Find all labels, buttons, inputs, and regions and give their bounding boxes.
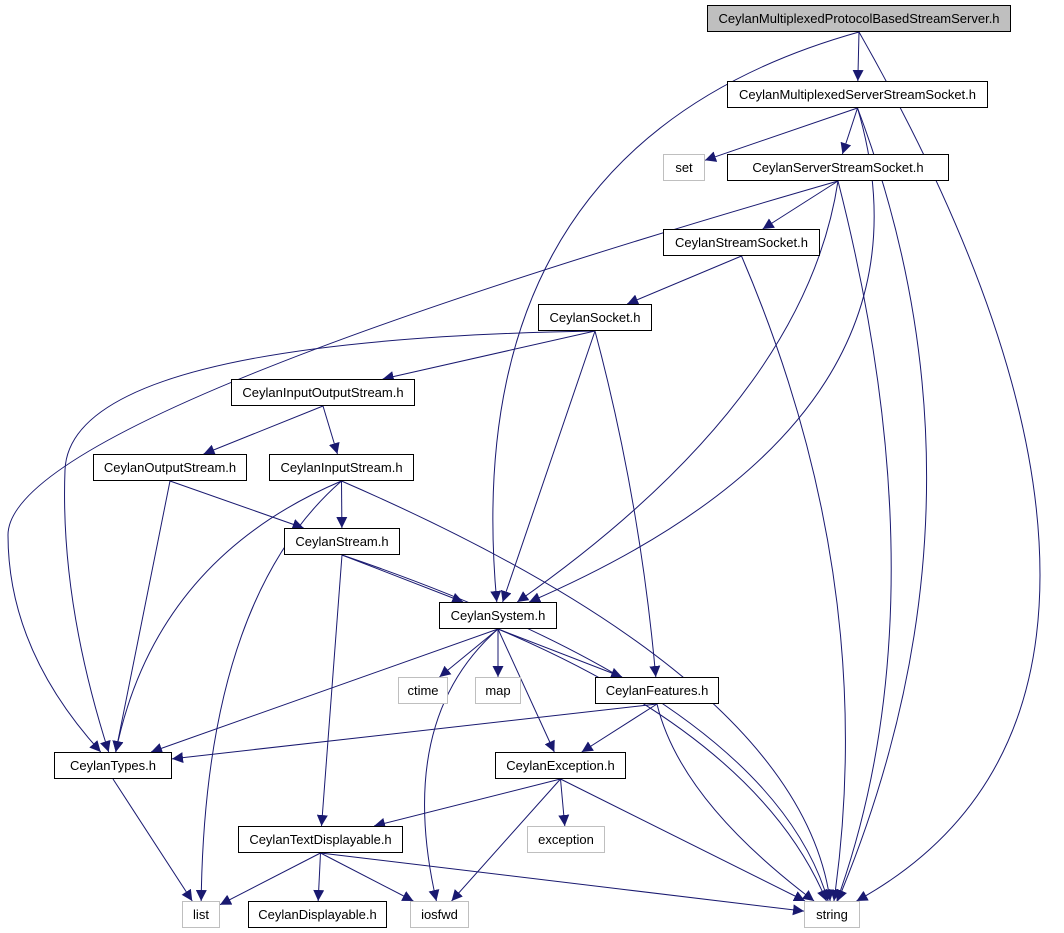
node-root[interactable]: CeylanMultiplexedProtocolBasedStreamServ… [707, 5, 1011, 32]
edge-root-string [856, 31, 1041, 902]
node-types[interactable]: CeylanTypes.h [54, 752, 172, 779]
edge-msss-set [704, 107, 858, 162]
edge-msss-sss [840, 107, 858, 155]
edge-ios-is [322, 405, 340, 455]
edge-sss-string [835, 180, 892, 902]
node-textdisp[interactable]: CeylanTextDisplayable.h [238, 826, 403, 853]
node-list: list [182, 901, 220, 928]
edge-textdisp-string [320, 852, 805, 916]
node-map: map [475, 677, 521, 704]
edge-is-types [112, 480, 342, 753]
edge-system-exception [497, 628, 555, 753]
edge-exception-textdisp [373, 778, 561, 829]
node-stdexc: exception [527, 826, 605, 853]
node-sock[interactable]: CeylanSocket.h [538, 304, 652, 331]
edge-ss-sock [626, 255, 742, 305]
node-ss[interactable]: CeylanStreamSocket.h [663, 229, 820, 256]
edge-system-iosfwd [424, 628, 499, 902]
edge-types-list [112, 778, 193, 902]
node-set: set [663, 154, 705, 181]
node-disp[interactable]: CeylanDisplayable.h [248, 901, 387, 928]
edge-exception-stdexc [558, 778, 570, 827]
node-sss[interactable]: CeylanServerStreamSocket.h [727, 154, 949, 181]
edge-system-features [497, 628, 623, 679]
edge-sock-features [594, 330, 661, 678]
node-ios[interactable]: CeylanInputOutputStream.h [231, 379, 415, 406]
edge-features-exception [581, 703, 658, 753]
edge-sss-types [7, 180, 839, 753]
node-os[interactable]: CeylanOutputStream.h [93, 454, 247, 481]
node-string: string [804, 901, 860, 928]
edge-stream-textdisp [316, 554, 343, 827]
edge-system-types [150, 628, 499, 754]
edge-msss-system [529, 107, 875, 603]
edge-features-string [656, 703, 815, 902]
edge-root-msss [852, 31, 864, 82]
node-stream[interactable]: CeylanStream.h [284, 528, 400, 555]
node-msss[interactable]: CeylanMultiplexedServerStreamSocket.h [727, 81, 988, 108]
edge-sss-system [516, 180, 839, 603]
edge-textdisp-disp [313, 852, 325, 902]
edge-os-stream [169, 480, 304, 530]
edge-msss-string [836, 107, 928, 902]
node-exception[interactable]: CeylanException.h [495, 752, 626, 779]
edge-stream-system [341, 554, 464, 604]
node-system[interactable]: CeylanSystem.h [439, 602, 557, 629]
edge-ios-os [203, 405, 324, 456]
edge-stream-string [341, 554, 831, 902]
edge-exception-string [560, 778, 806, 902]
edge-system-ctime [439, 628, 499, 678]
node-features[interactable]: CeylanFeatures.h [595, 677, 719, 704]
edge-sock-types [64, 330, 596, 753]
edge-exception-iosfwd [451, 778, 561, 902]
edge-ss-string [741, 255, 846, 902]
edge-textdisp-iosfwd [320, 852, 414, 902]
edge-os-types [112, 480, 171, 753]
edge-system-string [497, 628, 828, 902]
edge-sss-ss [762, 180, 839, 230]
edge-sock-ios [382, 330, 596, 382]
edge-features-types [171, 703, 658, 764]
node-ctime: ctime [398, 677, 448, 704]
edge-textdisp-list [219, 852, 321, 906]
edge-sock-system [500, 330, 596, 603]
node-is[interactable]: CeylanInputStream.h [269, 454, 414, 481]
edge-is-list [195, 480, 342, 902]
node-iosfwd: iosfwd [410, 901, 469, 928]
edge-root-system [490, 31, 860, 603]
